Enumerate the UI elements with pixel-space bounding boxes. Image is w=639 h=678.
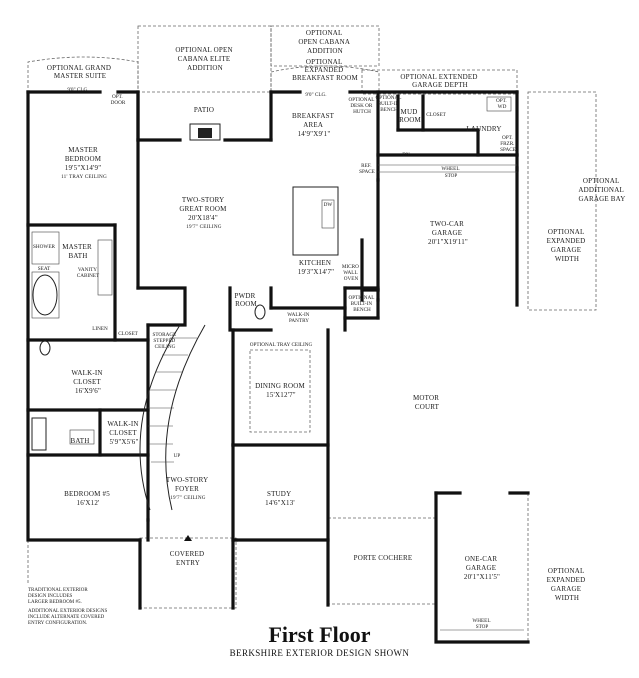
opt-breakfast-label: OPTIONAL EXPANDED BREAKFAST ROOM <box>292 58 358 82</box>
details <box>31 96 524 631</box>
opt-wd-label: OPT. WD <box>496 98 508 110</box>
opt-garage-depth-outline <box>361 69 518 95</box>
opt-bench-top-label: OPTIONAL BUILT-IN BENCH <box>375 95 402 113</box>
two-car-garage-label: TWO-CAR GARAGE 20'1"X19'11" <box>428 220 468 246</box>
room-labels: OPTIONAL GRAND MASTER SUITE OPTIONAL OPE… <box>33 29 625 630</box>
study-label: STUDY 14'6"X13' <box>265 490 295 507</box>
walk-in-closet2-label: WALK-IN CLOSET 5'9"X5'6" <box>107 420 140 446</box>
wheel-stop-bottom-label: WHEEL STOP <box>472 618 491 630</box>
opt-bench-mid-label: OPTIONAL BUILT-IN BENCH <box>348 295 375 313</box>
up-label: UP <box>174 453 181 459</box>
pwdr-room-label: PWDR ROOM <box>235 292 258 308</box>
breakfast-area-label: BREAKFAST AREA 14'9"X9'1" <box>292 112 336 138</box>
covered-entry-label: COVERED ENTRY <box>170 550 206 567</box>
bedroom5-label: BEDROOM #5 16'X12' <box>64 490 112 507</box>
clg-left-label: 9'0" CLG. <box>67 87 88 93</box>
opt-grand-suite-outline <box>27 56 139 88</box>
walk-in-pantry-label: WALK-IN PANTRY <box>287 312 310 324</box>
note-additional-line: INCLUDE ALTERNATE COVERED <box>28 615 105 620</box>
note-traditional-line: DESIGN INCLUDES <box>28 594 73 599</box>
motor-court-label: MOTOR COURT <box>413 394 441 411</box>
dining-room-label: DINING ROOM 15'X12'7" <box>255 382 307 399</box>
walk-in-closet-label: WALK-IN CLOSET 16'X9'6" <box>71 369 104 395</box>
master-bedroom-label: MASTER BEDROOM 19'5"X14'9" 11' TRAY CEIL… <box>61 146 107 180</box>
laundry-label: LAUNDRY <box>466 125 501 133</box>
closet-mud-label: CLOSET <box>426 112 446 118</box>
ref-space-label: REF. SPACE <box>359 163 375 175</box>
walls <box>26 90 530 644</box>
opt-cabana-label: OPTIONAL OPEN CABANA ADDITION <box>298 29 351 55</box>
note-additional-line: ENTRY CONFIGURATION. <box>28 621 88 626</box>
patio-label: PATIO <box>194 106 214 114</box>
shower-label: SHOWER <box>33 244 55 250</box>
note-traditional-line: LARGER BEDROOM #5. <box>28 600 82 605</box>
opt-exp-garage-bottom-label: OPTIONAL EXPANDED GARAGE WIDTH <box>547 567 588 602</box>
mud-room-label: MUD ROOM <box>399 108 421 124</box>
opt-add-garage-bay-label: OPTIONAL ADDITIONAL GARAGE BAY <box>578 177 625 203</box>
opt-door-label: OPT. DOOR <box>111 94 126 106</box>
exterior-notes: TRADITIONAL EXTERIOR DESIGN INCLUDES LAR… <box>28 588 107 627</box>
micro-wall-oven-label: MICRO WALL OVEN <box>342 264 360 282</box>
opt-desk-label: OPTIONAL DESK OR HUTCH <box>348 97 375 115</box>
vanity-cabinet-label: VANITY CABINET <box>77 267 100 279</box>
opt-tray-label: OPTIONAL TRAY CEILING <box>250 342 313 348</box>
bath-label: BATH <box>70 437 89 445</box>
opt-exp-garage-top-label: OPTIONAL EXPANDED GARAGE WIDTH <box>547 228 588 263</box>
foyer-label: TWO-STORY FOYER 19'7" CEILING <box>166 476 210 501</box>
opt-cabana-elite-label: OPTIONAL OPEN CABANA ELITE ADDITION <box>175 46 234 72</box>
opt-cabana-outline <box>270 25 380 67</box>
wheel-stop-top-label: WHEEL STOP <box>441 166 460 179</box>
page-subtitle: BERKSHIRE EXTERIOR DESIGN SHOWN <box>229 648 410 658</box>
opt-garage-bay-outline <box>527 91 597 311</box>
seat-label: SEAT <box>38 266 51 272</box>
dn-label: DN <box>402 152 410 158</box>
opt-breakfast-outline <box>270 65 380 92</box>
note-additional-line: ADDITIONAL EXTERIOR DESIGNS <box>28 609 108 614</box>
covered-entry-outline <box>139 537 237 609</box>
one-car-garage-label: ONE-CAR GARAGE 20'1"X11'5" <box>464 555 500 581</box>
dw-label: DW <box>324 202 333 208</box>
great-room-label: TWO-STORY GREAT ROOM 20'X18'4" 19'7" CEI… <box>179 196 228 230</box>
closet-left-label: CLOSET <box>118 331 138 337</box>
porte-cochere-label: PORTE COCHERE <box>354 554 413 562</box>
kitchen-label: KITCHEN 19'3"X14'7" <box>298 259 335 276</box>
master-bath-label: MASTER BATH <box>62 243 94 260</box>
opt-garage-depth-label: OPTIONAL EXTENDED GARAGE DEPTH <box>400 73 479 89</box>
note-traditional-line: TRADITIONAL EXTERIOR <box>28 588 88 593</box>
page-title: First Floor <box>268 622 371 647</box>
opt-grand-suite-label: OPTIONAL GRAND MASTER SUITE <box>47 64 113 80</box>
clg-right-label: 9'0" CLG. <box>305 92 326 98</box>
storage-label: STORAGE STEPPED CEILING <box>152 332 177 350</box>
opt-frzr-label: OPT. FRZR. SPACE <box>500 135 516 153</box>
linen-label: LINEN <box>92 326 108 332</box>
